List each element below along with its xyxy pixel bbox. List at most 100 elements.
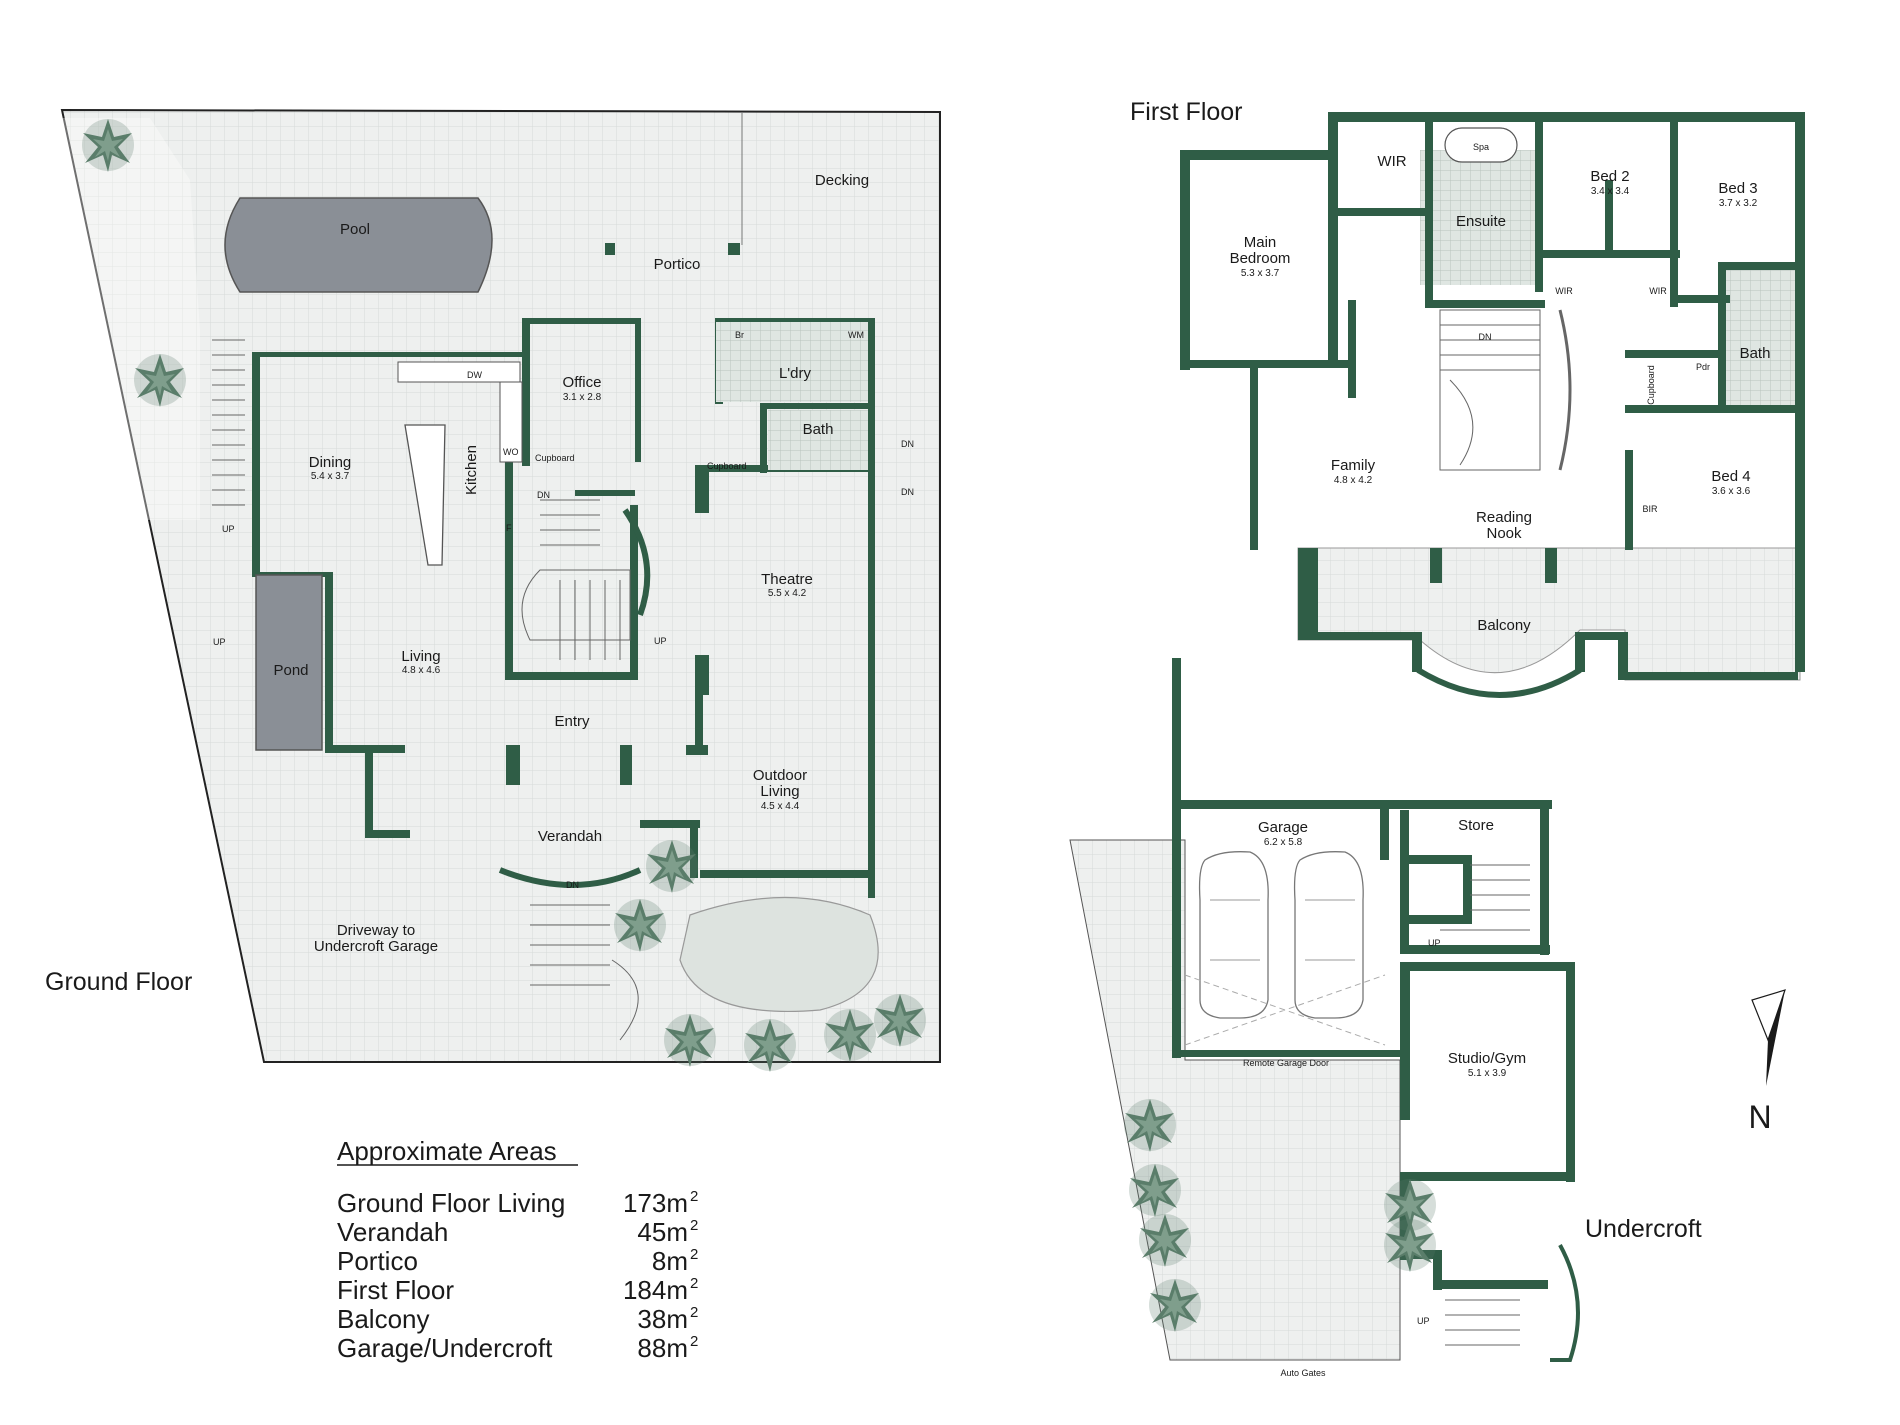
label-cupboard-office: Cupboard (535, 453, 575, 463)
room-living: Living (401, 648, 440, 665)
label-f: F (506, 523, 512, 533)
label-dn-stair: DN (537, 490, 550, 500)
area-value: 184m (623, 1275, 688, 1305)
label-dn-first: DN (1479, 332, 1492, 342)
label-up-stair: UP (654, 636, 667, 646)
area-unit-superscript: 2 (690, 1188, 698, 1205)
dim-studio: 5.1 x 3.9 (1468, 1068, 1507, 1079)
side-stairs (212, 339, 245, 506)
room-kitchen: Kitchen (463, 445, 480, 495)
label-wir-bed3: WIR (1649, 286, 1667, 296)
area-value: 8m (652, 1246, 688, 1276)
room-bath-first: Bath (1740, 345, 1771, 362)
label-wm: WM (848, 330, 864, 340)
kitchen-island (404, 424, 446, 566)
ground-floor-plan (60, 108, 941, 1072)
label-wo: WO (503, 447, 519, 457)
dim-theatre: 5.5 x 4.2 (768, 588, 807, 599)
area-label: Portico (337, 1246, 418, 1276)
label-dw: DW (467, 370, 482, 380)
pool (224, 197, 493, 293)
label-pdr: Pdr (1696, 362, 1710, 372)
room-bed2: Bed 2 (1590, 168, 1629, 185)
area-label: Garage/Undercroft (337, 1333, 553, 1363)
first-floor-plan: First Floor (1130, 98, 1805, 698)
room-laundry: L'dry (779, 365, 812, 382)
room-pond: Pond (273, 662, 308, 679)
label-up-gate: UP (213, 637, 226, 647)
label-br: Br (735, 330, 744, 340)
front-stairs (530, 904, 639, 1041)
undercroft-plan (1069, 658, 1580, 1362)
pond (255, 574, 323, 751)
area-value: 88m (637, 1333, 688, 1363)
dim-office: 3.1 x 2.8 (563, 392, 602, 403)
label-dn-front: DN (566, 880, 579, 890)
bath-floor-first (1722, 268, 1800, 408)
dim-bed2: 3.4 x 3.4 (1591, 186, 1630, 197)
laundry-floor (716, 322, 868, 402)
room-ensuite: Ensuite (1456, 213, 1506, 230)
area-unit-superscript: 2 (690, 1275, 698, 1292)
label-dn-side1: DN (901, 439, 914, 449)
first-floor-labels: WIR Spa Ensuite Bed 2 3.4 x 3.4 Bed 3 3.… (1230, 142, 1771, 634)
undercroft-title: Undercroft (1585, 1215, 1702, 1243)
area-unit-superscript: 2 (690, 1304, 698, 1321)
label-auto-gates: Auto Gates (1280, 1368, 1326, 1378)
room-bed3: Bed 3 (1718, 180, 1757, 197)
room-portico: Portico (654, 256, 701, 273)
label-cupboard-bath: Cupboard (707, 461, 747, 471)
room-balcony: Balcony (1477, 617, 1531, 634)
dim-bed3: 3.7 x 3.2 (1719, 198, 1758, 209)
first-floor-title: First Floor (1130, 98, 1243, 126)
car-icon (1293, 851, 1364, 1019)
ensuite-floor (1420, 150, 1540, 285)
areas-title: Approximate Areas (337, 1136, 557, 1166)
area-label: Ground Floor Living (337, 1188, 565, 1218)
lawn (679, 896, 879, 1013)
area-value: 45m (637, 1217, 688, 1247)
car-icon (1198, 851, 1269, 1019)
first-walls (1180, 112, 1805, 680)
area-unit-superscript: 2 (690, 1217, 698, 1234)
room-family: Family (1331, 457, 1376, 474)
north-label: N (1748, 1099, 1771, 1135)
area-value: 38m (637, 1304, 688, 1334)
undercroft-labels: Undercroft Garage 6.2 x 5.8 Store Studio… (1243, 817, 1702, 1378)
room-entry: Entry (554, 713, 590, 730)
area-unit-superscript: 2 (690, 1246, 698, 1263)
room-store: Store (1458, 817, 1494, 834)
ground-floor-title: Ground Floor (45, 968, 192, 996)
label-garage-door: Remote Garage Door (1243, 1058, 1329, 1068)
room-pool: Pool (340, 221, 370, 238)
first-floor-stairs (1439, 309, 1572, 471)
dim-living: 4.8 x 4.6 (402, 665, 441, 676)
north-arrow: N (1748, 989, 1786, 1135)
balcony-floor (1297, 547, 1801, 681)
dim-dining: 5.4 x 3.7 (311, 471, 350, 482)
area-unit-superscript: 2 (690, 1333, 698, 1350)
room-wir-main: WIR (1377, 153, 1406, 170)
room-decking: Decking (815, 172, 869, 189)
ground-main-stairs (521, 499, 631, 660)
label-dn-side2: DN (901, 487, 914, 497)
label-wir-bed2: WIR (1555, 286, 1573, 296)
room-theatre: Theatre (761, 571, 813, 588)
dim-garage: 6.2 x 5.8 (1264, 837, 1303, 848)
dim-bed4: 3.6 x 3.6 (1712, 486, 1751, 497)
area-label: First Floor (337, 1275, 454, 1305)
room-garage: Garage (1258, 819, 1308, 836)
room-bath: Bath (803, 421, 834, 438)
room-bed4: Bed 4 (1711, 468, 1750, 485)
room-studio: Studio/Gym (1448, 1050, 1526, 1067)
dim-main: 5.3 x 3.7 (1241, 268, 1280, 279)
undercroft-stairs (1440, 864, 1530, 1346)
undercroft-paving (1069, 839, 1401, 1361)
label-up-garage: UP (1428, 938, 1441, 948)
label-up-gate: UP (1417, 1316, 1430, 1326)
